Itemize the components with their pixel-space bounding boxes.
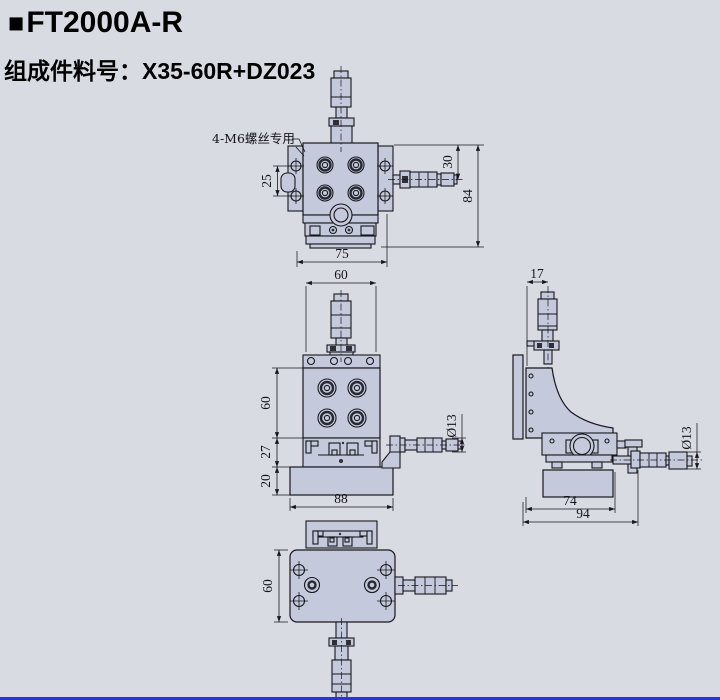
dim-25-label: 25 [259,174,274,188]
side-view: 17 [512,266,702,526]
side-view-clamp [545,454,613,469]
front-view-mic-diameter: Ø13 [444,414,466,453]
dim-60-top-label: 60 [334,267,348,282]
top-view-socket-screws [316,156,365,202]
top-view-corner-screws [288,158,393,204]
top-view-lower-mechanism [302,203,379,249]
front-view-top-plate [302,354,381,369]
front-view-socket-screws [317,378,367,428]
dim-84-label: 84 [460,189,475,203]
top-view-body [302,142,379,216]
dim-20-label: 20 [258,474,273,488]
top-view-left-ear [280,145,304,212]
side-view-bracket [525,367,614,439]
bottom-view-left-dimension: 60 [260,549,288,623]
dim-60-left-label: 60 [258,396,273,410]
top-view-dimensions: 25 30 84 75 4-M6螺丝专用 [212,131,484,267]
side-view-base [542,469,614,498]
side-view-top-dimension: 17 [526,266,549,366]
dim-88-label: 88 [334,491,348,506]
bottom-view-center-holes [303,576,381,594]
bottom-view: 60 [260,520,458,699]
dim-74-label: 74 [563,493,577,508]
side-view-mic-diameter: Ø13 [679,423,701,470]
dim-75-label: 75 [335,246,349,261]
dia13-front-label: Ø13 [444,414,459,437]
bottom-view-clamp-part [305,520,378,549]
top-view: 25 30 84 75 4-M6螺丝专用 [212,66,484,267]
front-view-body [302,367,381,439]
dim-17-label: 17 [530,266,544,281]
bottom-view-corner-screws [290,561,395,610]
product-model: FT2000A-R [26,6,184,39]
front-view-x-micrometer [381,435,463,469]
bottom-border-line [0,697,720,700]
dim-60-bottom-view-label: 60 [260,579,275,593]
m6-screws-note: 4-M6螺丝专用 [212,131,295,146]
top-view-vertical-micrometer [328,70,355,145]
dim-94-label: 94 [576,506,590,521]
front-view-left-dimensions: 60 27 20 [258,367,303,496]
front-view-base [289,466,394,496]
dim-30-label: 30 [440,155,455,169]
title-bullet-icon: ■ [8,7,25,38]
side-view-back-plate [512,354,524,440]
front-view-clamp-section [302,437,381,468]
side-view-vertical-micrometer [526,291,560,365]
front-view: 60 [258,267,466,511]
dim-27-label: 27 [258,445,273,459]
dia13-side-label: Ø13 [679,426,694,449]
front-view-top-dimension: 60 [305,267,377,352]
side-view-bracket-holes [528,373,534,433]
front-view-bottom-dimension: 88 [289,491,394,511]
part-number: 组成件料号：X35-60R+DZ023 [4,58,316,84]
side-view-stage [541,432,618,459]
side-view-bottom-dimensions: 74 94 [522,470,639,526]
page-title: ■ FT2000A-R [8,6,183,40]
